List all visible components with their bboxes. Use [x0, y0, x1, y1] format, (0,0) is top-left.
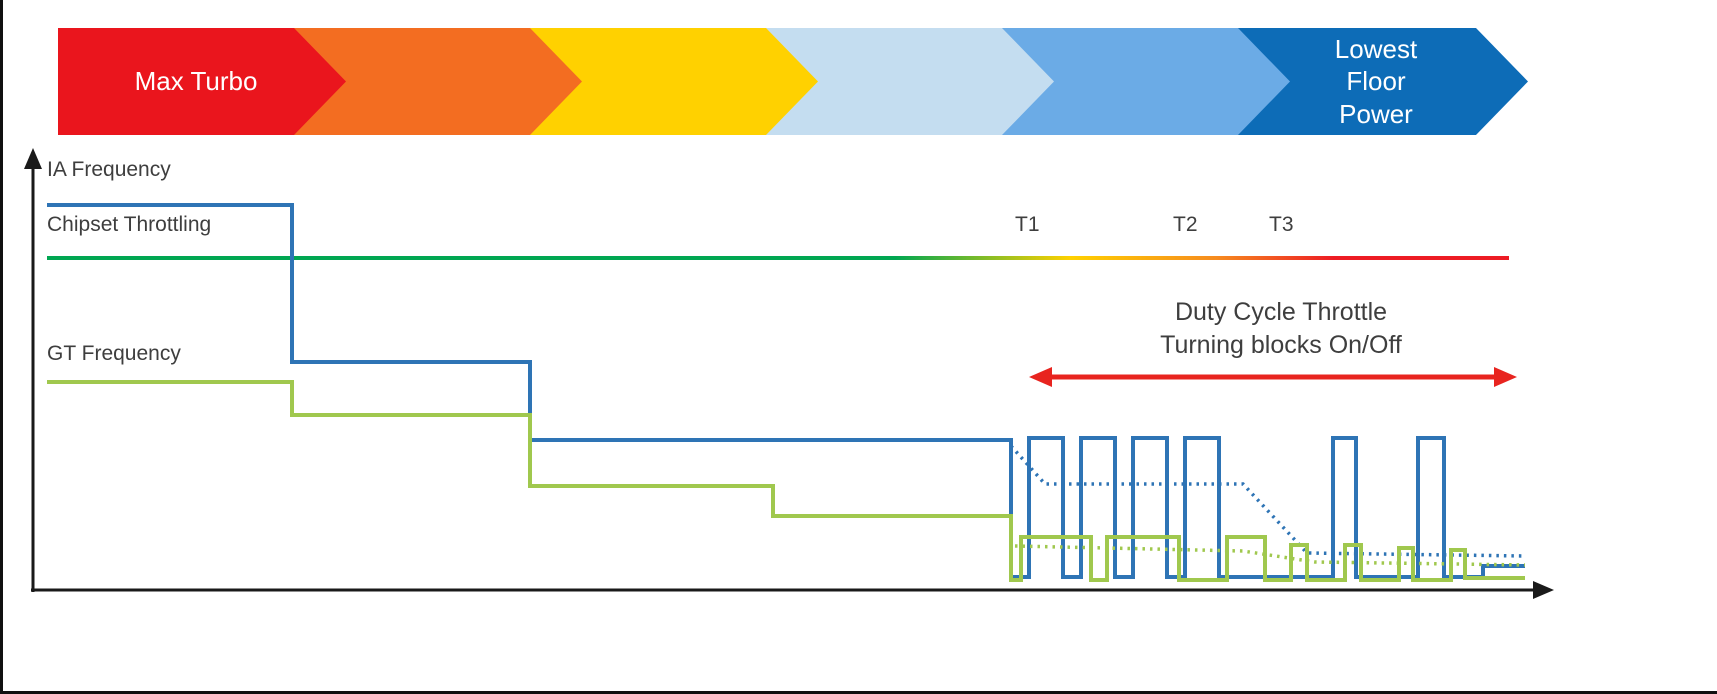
y-axis-arrowhead	[24, 148, 42, 169]
label-t3: T3	[1269, 213, 1294, 236]
throttling-figure	[24, 148, 1554, 599]
duty-arrow-right-head	[1494, 367, 1517, 387]
label-gt-frequency: GT Frequency	[47, 342, 181, 365]
chevron-1-label: Max Turbo	[134, 66, 258, 97]
label-t1: T1	[1015, 213, 1040, 236]
ia-frequency-line	[47, 203, 1525, 579]
duty-cycle-caption: Duty Cycle Throttle Turning blocks On/Of…	[1061, 296, 1501, 361]
chevron-6-label: Lowest Floor Power	[1334, 33, 1418, 129]
label-ia-frequency: IA Frequency	[47, 158, 171, 181]
label-chipset-throttling: Chipset Throttling	[47, 213, 212, 236]
gt-frequency-line	[47, 380, 1525, 582]
duty-cycle-caption-line2: Turning blocks On/Off	[1160, 330, 1402, 359]
ia-frequency-avg-dotted	[1009, 444, 1526, 558]
duty-arrow-left-head	[1029, 367, 1052, 387]
label-t2: T2	[1173, 213, 1198, 236]
gt-frequency-avg-dotted	[1014, 544, 1526, 567]
duty-cycle-caption-line1: Duty Cycle Throttle	[1174, 298, 1388, 326]
x-axis-arrowhead	[1533, 581, 1554, 599]
chevron-1: Max Turbo	[58, 28, 348, 135]
